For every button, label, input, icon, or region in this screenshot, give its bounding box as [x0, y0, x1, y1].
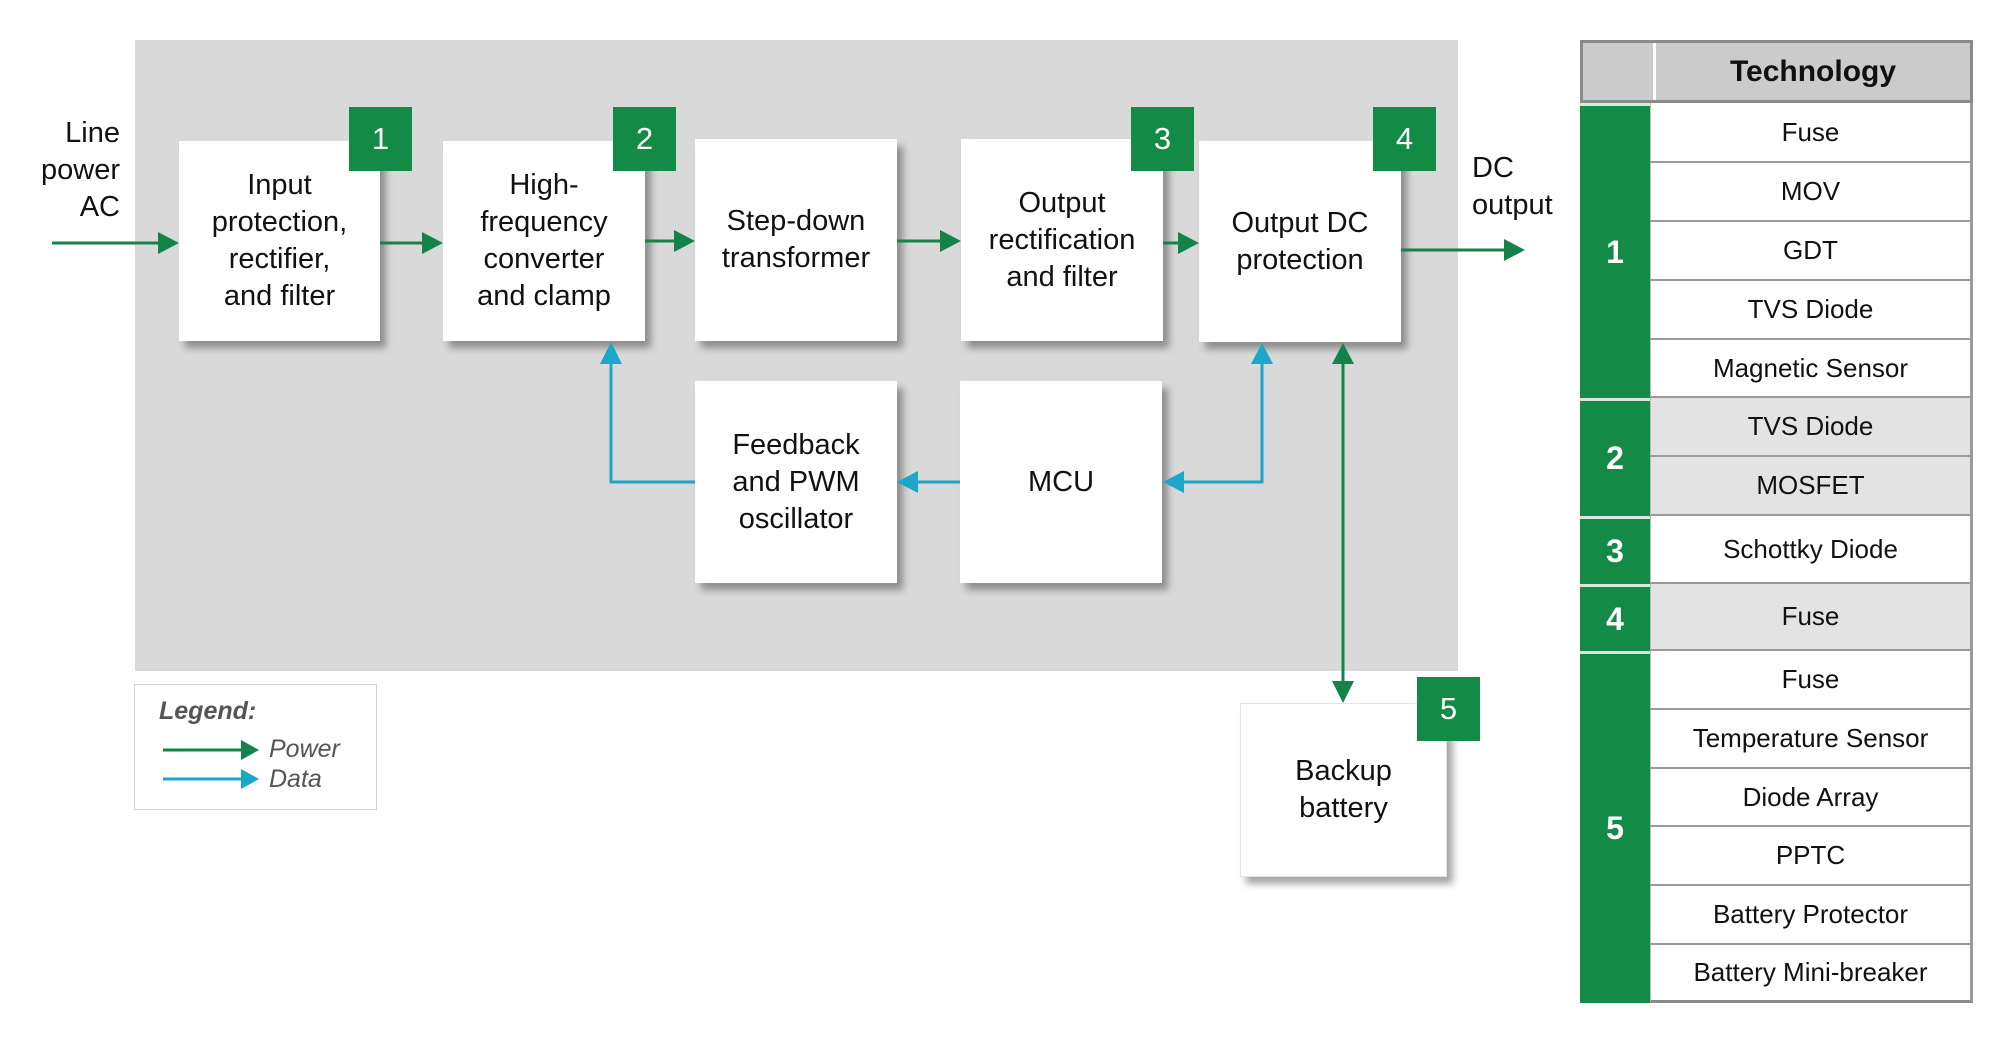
block-label: Feedback and PWM oscillator [732, 428, 860, 535]
table-row: Schottky Diode [1650, 516, 1973, 584]
power-arrowhead [1332, 681, 1354, 703]
group-number-5: 5 [1580, 651, 1650, 1003]
table-row: Temperature Sensor [1650, 710, 1973, 769]
block-label: Output rectification and filter [988, 186, 1136, 293]
block-label: Input protection, rectifier, and filter [211, 169, 348, 312]
table-row: Magnetic Sensor [1650, 340, 1973, 398]
table-row: Battery Mini-breaker [1650, 945, 1973, 1003]
dc-output-label: DC output [1472, 152, 1553, 221]
block-output-rectification[interactable]: Output rectification and filter [961, 139, 1163, 341]
header-divider [1653, 43, 1656, 100]
block-label: Backup battery [1295, 755, 1392, 824]
table-row: Fuse [1650, 103, 1973, 163]
table-row: Diode Array [1650, 769, 1973, 827]
block-label: Output DC protection [1231, 206, 1369, 276]
line-power-ac-label: Line power AC [41, 117, 120, 223]
power-arrowhead [1504, 239, 1525, 261]
table-header: Technology [1580, 40, 1973, 103]
legend: Legend: Power Data [134, 684, 377, 810]
block-output-dc-protection[interactable]: Output DC protection [1199, 141, 1401, 342]
table-row: Fuse [1650, 651, 1973, 710]
table-row: MOSFET [1650, 457, 1973, 516]
block-input-protection[interactable]: Input protection, rectifier, and filter [179, 141, 380, 341]
table-row: TVS Diode [1650, 398, 1973, 457]
block-label: MCU [1027, 465, 1095, 498]
legend-power-arrowhead [241, 740, 259, 760]
table-row: Battery Protector [1650, 886, 1973, 945]
block-label: High- frequency converter and clamp [477, 169, 611, 312]
badge-4: 4 [1373, 107, 1436, 171]
group-number-2: 2 [1580, 398, 1650, 516]
table-row: TVS Diode [1650, 281, 1973, 340]
badge-5: 5 [1417, 677, 1480, 741]
table-row: MOV [1650, 163, 1973, 222]
legend-power-label: Power [269, 735, 340, 763]
table-row: PPTC [1650, 827, 1973, 886]
badge-2: 2 [613, 107, 676, 171]
table-header-technology: Technology [1729, 54, 1897, 88]
block-backup-battery[interactable]: Backup battery [1240, 703, 1447, 877]
legend-arrows [163, 740, 259, 789]
group-number-3: 3 [1580, 516, 1650, 584]
group-number-4: 4 [1580, 584, 1650, 651]
badge-3: 3 [1131, 107, 1194, 171]
group-number-1: 1 [1580, 103, 1650, 398]
legend-title: Legend: [159, 697, 257, 725]
block-feedback-pwm[interactable]: Feedback and PWM oscillator [695, 381, 897, 583]
block-step-down-transformer[interactable]: Step-down transformer [695, 139, 897, 341]
block-hf-converter[interactable]: High- frequency converter and clamp [443, 141, 645, 341]
block-label: Step-down transformer [721, 205, 871, 274]
badge-1: 1 [349, 107, 412, 171]
table-row: Fuse [1650, 584, 1973, 651]
table-row: GDT [1650, 222, 1973, 281]
legend-data-label: Data [269, 765, 322, 793]
block-mcu[interactable]: MCU [960, 381, 1162, 583]
legend-data-arrowhead [241, 769, 259, 789]
